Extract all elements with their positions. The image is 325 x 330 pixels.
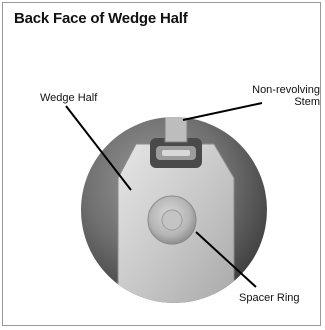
- label-spacer-ring: Spacer Ring: [239, 292, 300, 304]
- label-stem-line2: Stem: [236, 96, 320, 108]
- label-wedge-half: Wedge Half: [40, 92, 97, 104]
- non-revolving-stem: [165, 114, 187, 142]
- label-stem-line1: Non-revolving: [236, 84, 320, 96]
